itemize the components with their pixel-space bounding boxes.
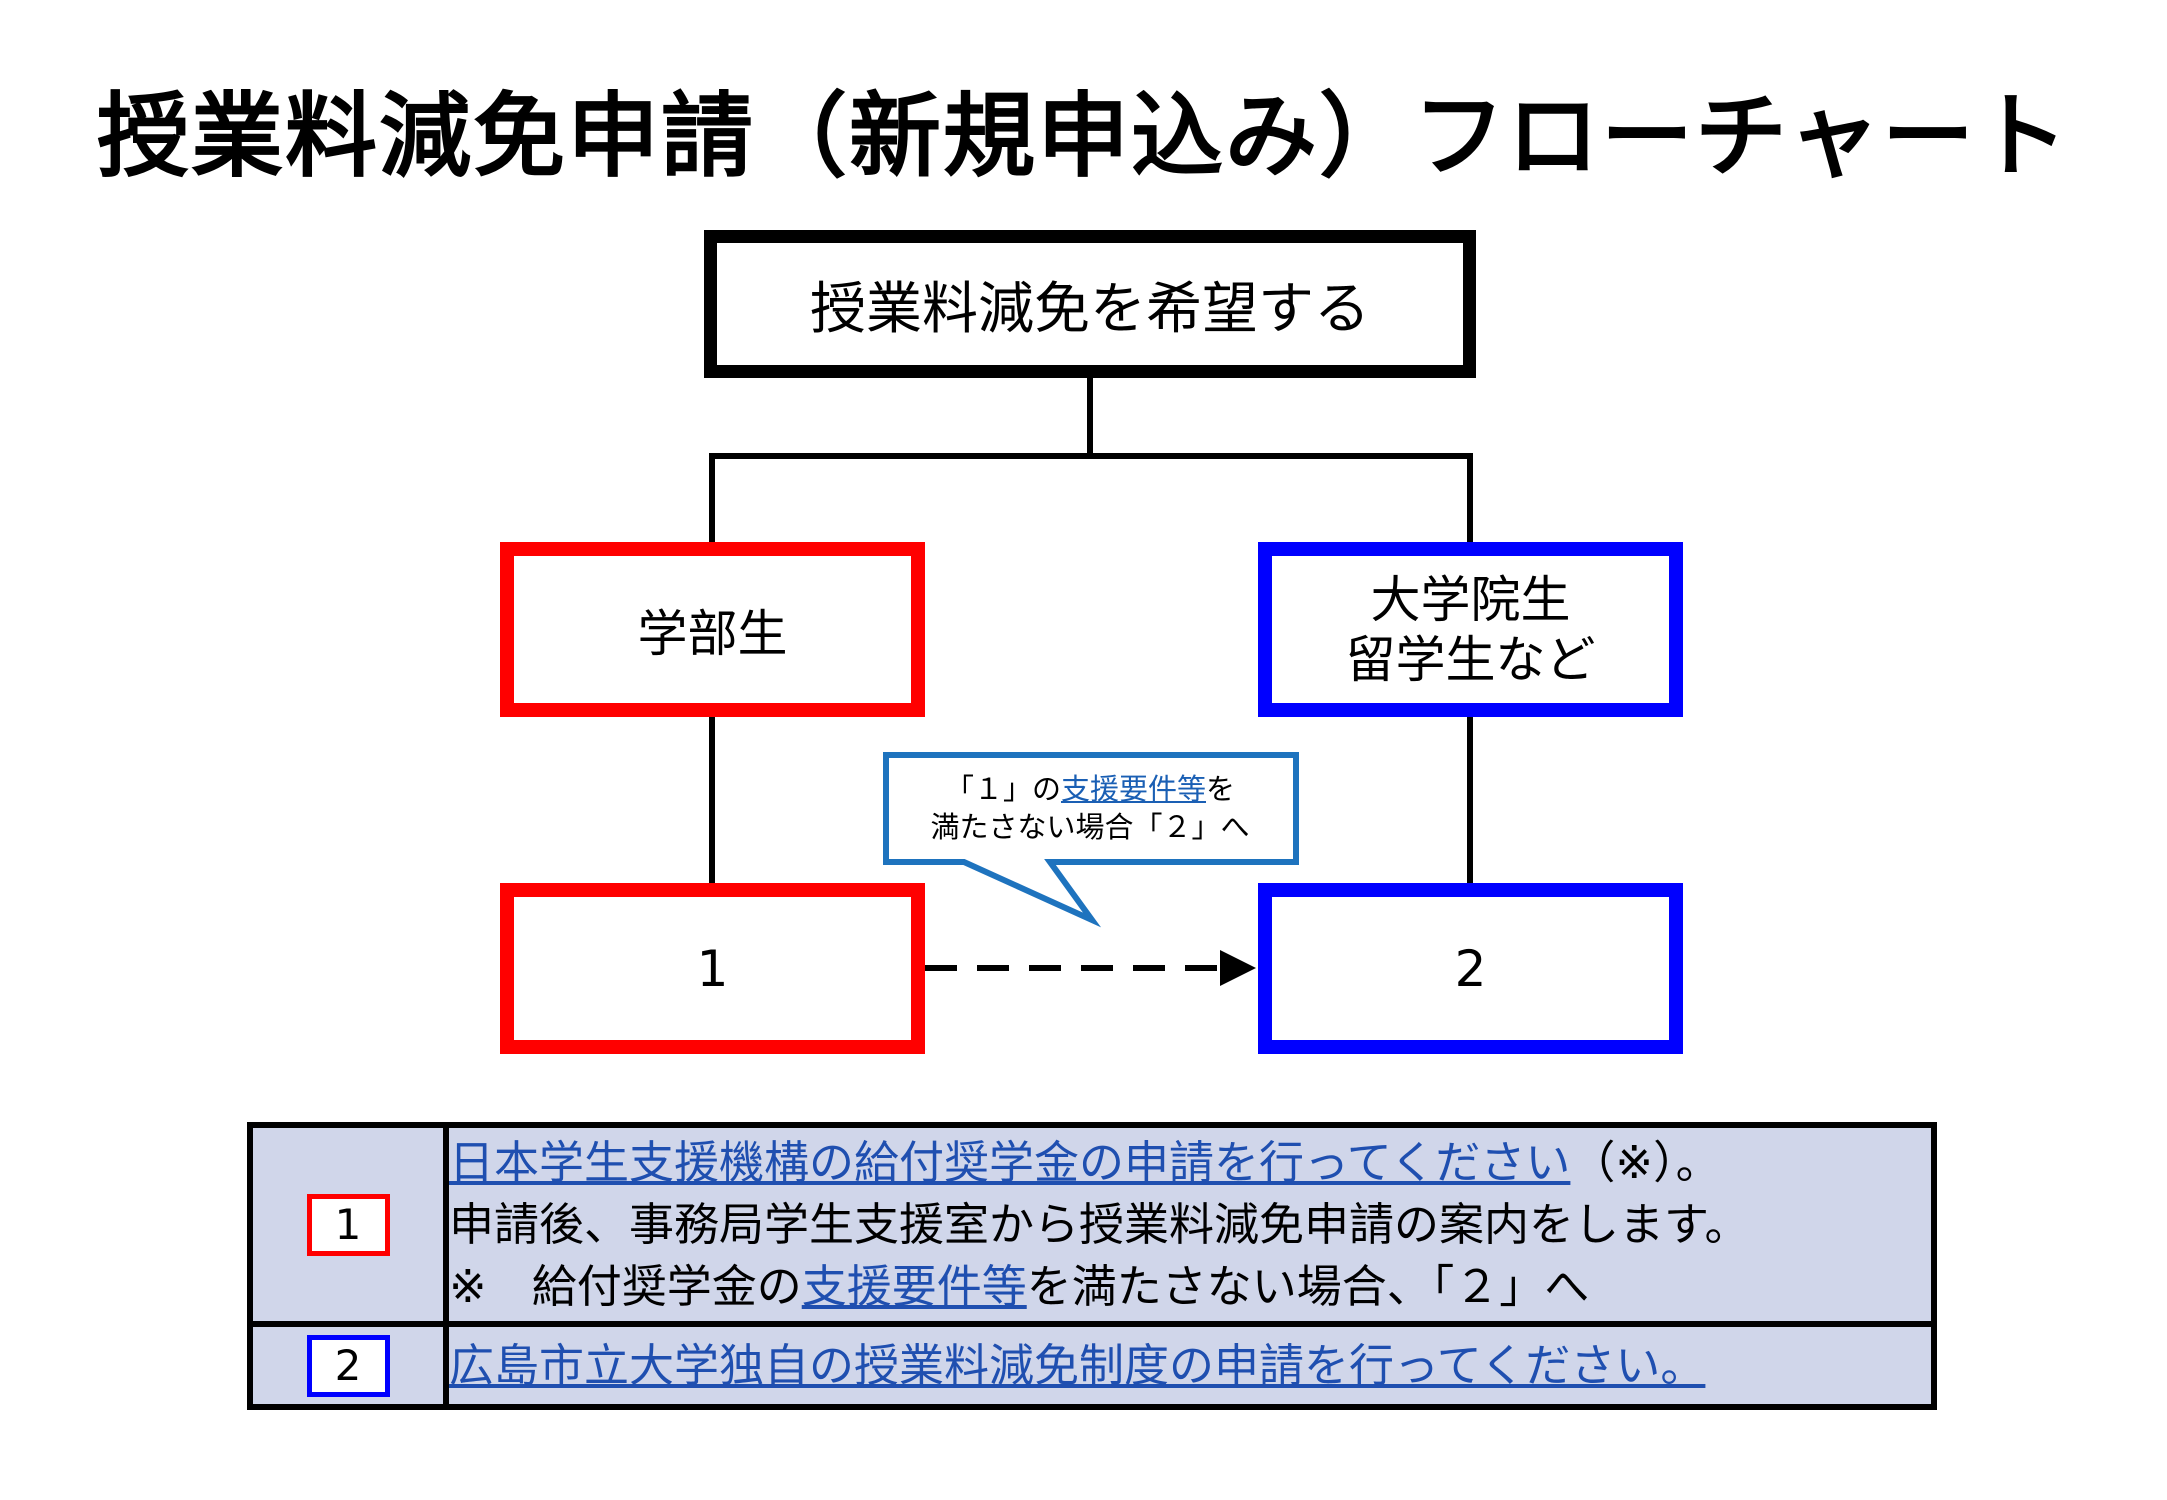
row1-line2: 申請後、事務局学生支援室から授業料減免申請の案内をします。	[449, 1197, 1750, 1251]
row1-badge: 1	[306, 1193, 390, 1256]
undergrad-label: 学部生	[637, 604, 788, 663]
row1-text-cell: 日本学生支援機構の給付奨学金の申請を行ってください（※）。 申請後、事務局学生支…	[443, 1121, 1937, 1328]
start-box-label: 授業料減免を希望する	[810, 276, 1370, 342]
grad-label-line1: 大学院生	[1370, 570, 1571, 629]
table-row: 1 日本学生支援機構の給付奨学金の申請を行ってください（※）。 申請後、事務局学…	[247, 1121, 1937, 1328]
callout-text: 「１」の支援要件等を 満たさない場合「２」へ	[888, 770, 1292, 846]
instruction-table: 1 日本学生支援機構の給付奨学金の申請を行ってください（※）。 申請後、事務局学…	[247, 1121, 1937, 1410]
step1-box: 1	[500, 883, 925, 1054]
callout-line1: 「１」の支援要件等を	[888, 770, 1292, 808]
grad-box: 大学院生 留学生など	[1258, 542, 1683, 717]
step2-label: 2	[1454, 939, 1487, 998]
table-row: 2 広島市立大学独自の授業料減免制度の申請を行ってください。	[247, 1321, 1937, 1410]
university-tuition-waiver-link[interactable]: 広島市立大学独自の授業料減免制度の申請を行ってください。	[449, 1338, 1706, 1392]
callout-support-requirements-link[interactable]: 支援要件等	[1060, 772, 1206, 806]
row1-line1: 日本学生支援機構の給付奨学金の申請を行ってください（※）。	[449, 1132, 1931, 1194]
row1-line3-part2: を満たさない場合、「２」へ	[1026, 1259, 1590, 1313]
row1-line3: ※ 給付奨学金の支援要件等を満たさない場合、「２」へ	[449, 1256, 1931, 1318]
start-box: 授業料減免を希望する	[704, 230, 1476, 378]
row1-support-requirements-link[interactable]: 支援要件等	[801, 1259, 1027, 1313]
grad-label-line2: 留学生など	[1345, 630, 1596, 689]
page-title: 授業料減免申請（新規申込み）フローチャート	[96, 83, 2071, 190]
callout-part2: を	[1206, 772, 1236, 806]
row1-number-cell: 1	[247, 1121, 449, 1328]
step2-box: 2	[1258, 883, 1683, 1054]
jasso-scholarship-link[interactable]: 日本学生支援機構の給付奨学金の申請を行ってください	[449, 1135, 1571, 1189]
undergrad-box: 学部生	[500, 542, 925, 717]
row2-badge: 2	[306, 1334, 390, 1397]
step1-label: 1	[696, 939, 729, 998]
row1-line3-part1: ※ 給付奨学金の	[449, 1259, 802, 1313]
row2-text-cell: 広島市立大学独自の授業料減免制度の申請を行ってください。	[443, 1321, 1937, 1410]
callout-part1: 「１」の	[944, 772, 1061, 806]
callout-bubble	[883, 752, 1299, 928]
row1-line1-rest: （※）。	[1570, 1135, 1721, 1189]
row2-number-cell: 2	[247, 1321, 449, 1410]
callout-line2: 満たさない場合「２」へ	[930, 810, 1250, 844]
